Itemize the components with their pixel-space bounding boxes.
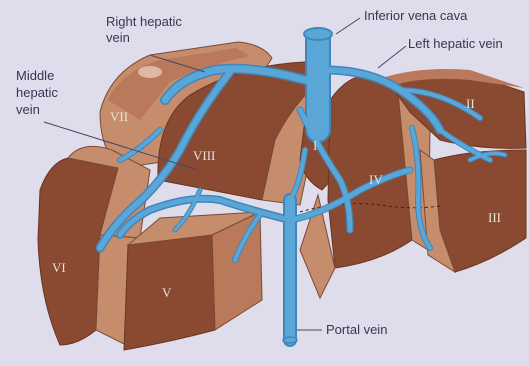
segment-V — [124, 212, 262, 350]
label-middle-hepatic-vein-line3: vein — [16, 102, 40, 117]
label-middle-hepatic-vein-line2: hepatic — [16, 85, 58, 100]
label-left-hepatic-vein: Left hepatic vein — [408, 36, 503, 51]
segment-label-I: I — [313, 138, 317, 153]
label-inferior-vena-cava: Inferior vena cava — [364, 8, 468, 23]
leader-inferior-vena-cava — [336, 18, 360, 34]
segment-label-II: II — [466, 96, 475, 111]
label-right-hepatic-vein-line2: vein — [106, 30, 130, 45]
label-portal-vein: Portal vein — [326, 322, 387, 337]
segment-label-III: III — [488, 210, 501, 225]
segment-label-V: V — [162, 285, 172, 300]
vena-cava-opening — [304, 28, 332, 40]
leader-left-hepatic-vein — [378, 46, 406, 68]
label-middle-hepatic-vein-line1: Middle — [16, 68, 54, 83]
segment-III — [420, 150, 526, 272]
portal-vein-opening — [283, 337, 297, 343]
label-right-hepatic-vein-line1: Right hepatic — [106, 14, 182, 29]
segment-label-VII: VII — [110, 109, 128, 124]
segment-label-VI: VI — [52, 260, 66, 275]
segment-label-IV: IV — [369, 172, 383, 187]
segment-label-VIII: VIII — [193, 148, 215, 163]
